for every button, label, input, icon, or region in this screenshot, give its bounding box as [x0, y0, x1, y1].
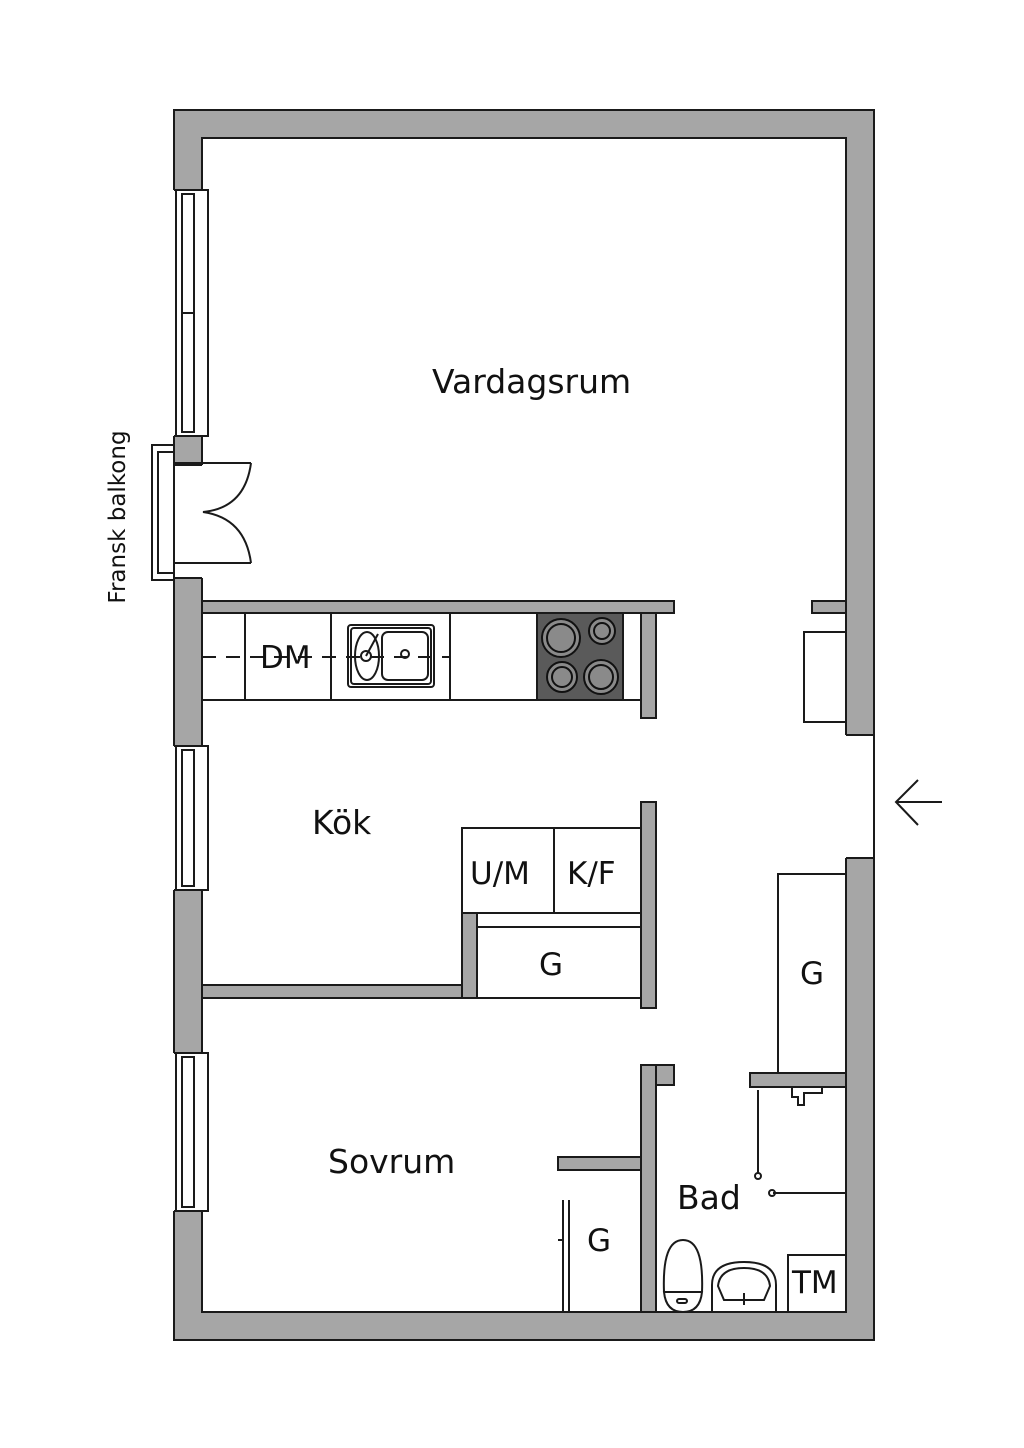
shower	[754, 1087, 846, 1197]
closet-wall	[557, 1156, 642, 1171]
hall-closet-box	[777, 873, 847, 1074]
sink	[347, 624, 435, 688]
hall-stub-wall	[811, 600, 847, 614]
window-kitchen	[175, 745, 209, 891]
window-living	[175, 189, 209, 437]
entrance-opening	[845, 735, 875, 858]
kitchen-top-wall	[201, 600, 675, 614]
french-balcony-door	[151, 444, 252, 581]
washer-label: TM	[792, 1265, 838, 1301]
kitchen-closet-box	[476, 926, 642, 999]
outer-wall	[173, 109, 875, 1341]
room-label-kitchen: Kök	[312, 803, 372, 842]
bath-left-wall	[640, 1064, 657, 1313]
kitchen-bedroom-wall	[201, 984, 478, 999]
hall-closet-label: G	[800, 956, 825, 992]
room-label-bedroom: Sovrum	[328, 1142, 456, 1181]
washer-box	[787, 1254, 847, 1313]
bath-left-stub	[655, 1064, 675, 1086]
window-bedroom	[175, 1052, 209, 1212]
room-label-bath: Bad	[677, 1178, 741, 1217]
toilet	[662, 1238, 704, 1314]
fridge-label: K/F	[567, 856, 616, 892]
balcony-label: Fransk balkong	[105, 430, 131, 604]
kitchen-right-wall	[640, 801, 657, 1009]
room-label-living: Vardagsrum	[432, 362, 632, 401]
entrance-arrow-icon	[894, 779, 942, 826]
kitchen-closet-label: G	[539, 947, 564, 983]
bedroom-closet-label: G	[587, 1223, 612, 1259]
washbasin	[711, 1260, 777, 1312]
fridge-box	[553, 827, 642, 914]
bath-top-wall	[749, 1072, 847, 1088]
kitchen-step-wall	[461, 912, 478, 999]
hall-cabinet	[803, 631, 847, 723]
microwave-label: U/M	[470, 856, 530, 892]
kitchen-stub-wall	[640, 612, 657, 719]
dishwasher-label: DM	[260, 640, 311, 676]
